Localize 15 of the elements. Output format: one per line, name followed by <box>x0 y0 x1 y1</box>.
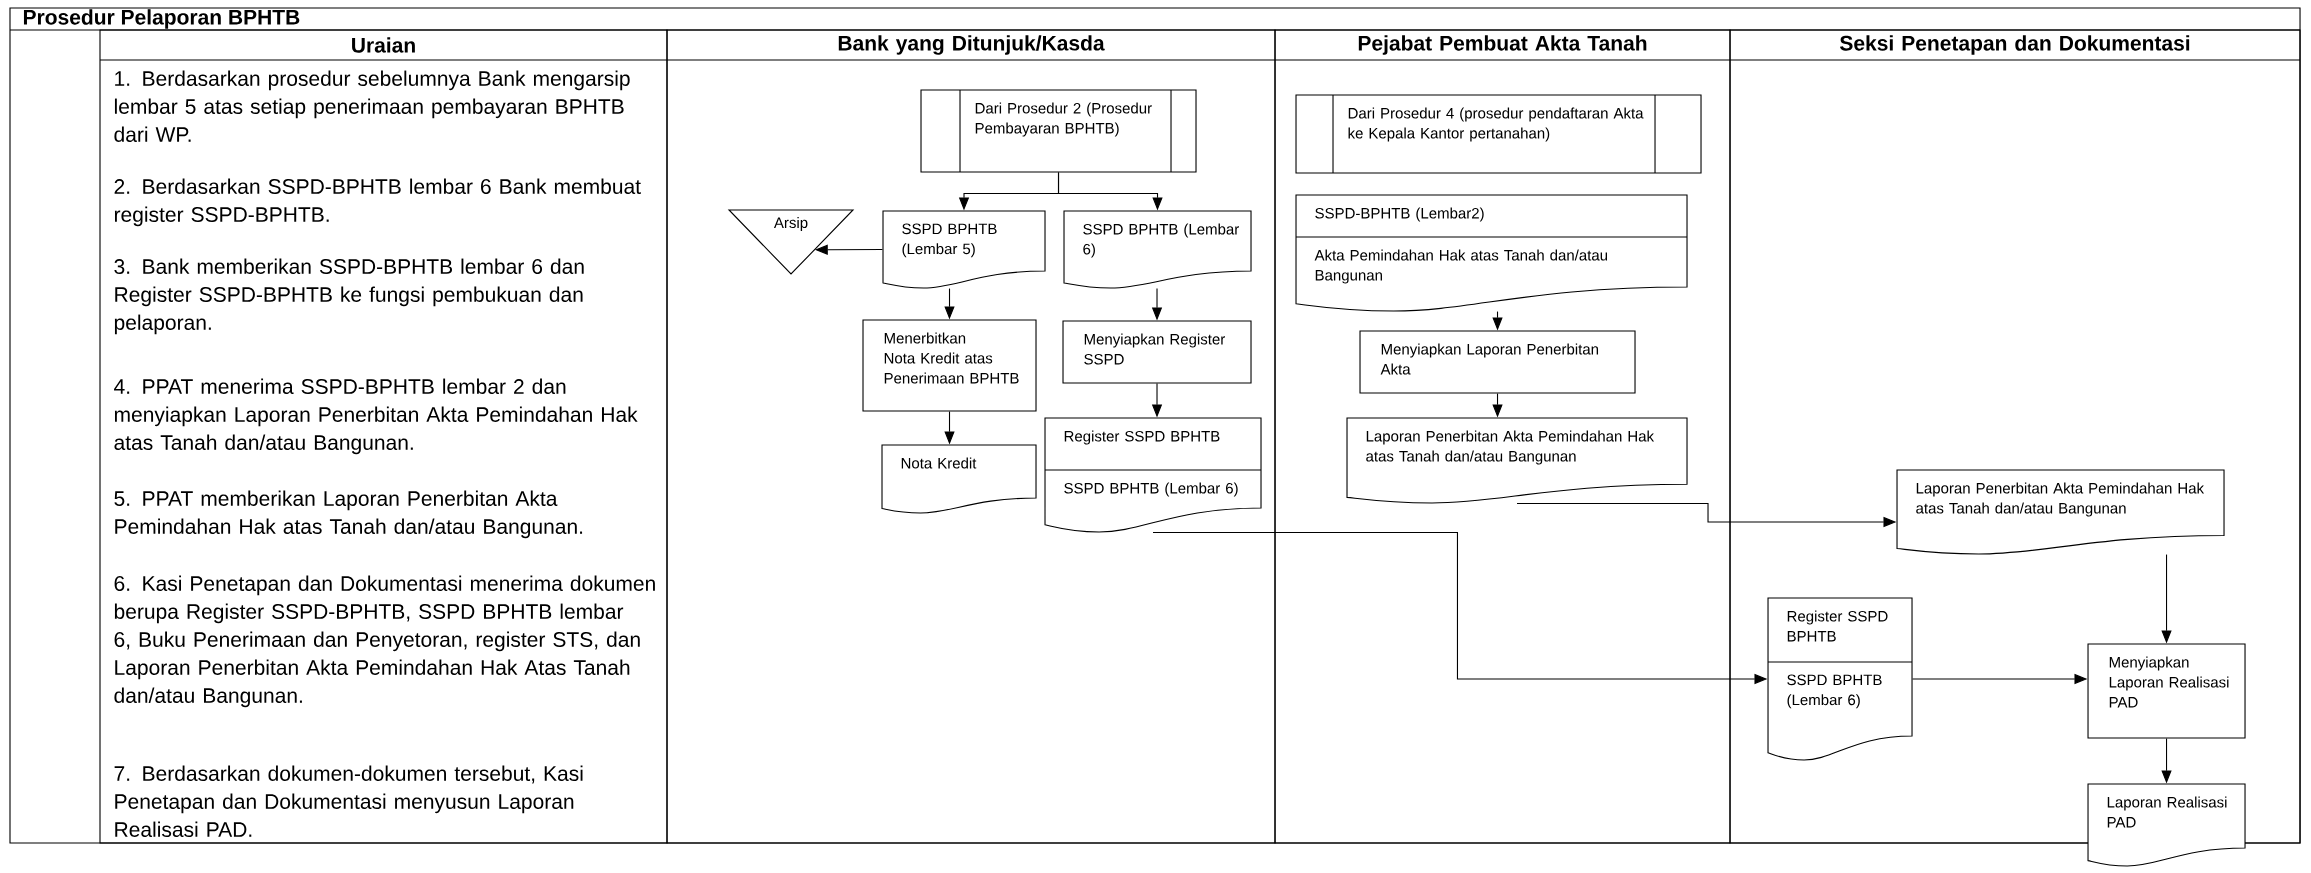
step-description: 4. PPAT menerima SSPD-BPHTB lembar 2 dan menyiapkan Laporan Penerbitan Akta Pemindahan Hak atas Tanah dan/atau Bangunan. <box>114 378 638 455</box>
step-description: 6. Kasi Penetapan dan Dokumentasi menerima dokumen berupa Register SSPD-BPHTB, SSPD BPHTB lembar 6, Buku Penerimaan dan Penyetoran, register STS, dan Laporan Penerbitan Akta Pemindahan Hak Atas Tanah dan/atau Bangunan. <box>114 575 655 708</box>
process-box: Menyiapkan Register SSPD <box>1062 320 1252 384</box>
predefined-process-box: Dari Prosedur 2 (Prosedur Pembayaran BPHTB) <box>920 89 1197 173</box>
step-description: 5. PPAT memberikan Laporan Penerbitan Akta Pemindahan Hak atas Tanah dan/atau Bangunan. <box>114 490 583 539</box>
node-label: Laporan Realisasi PAD <box>2107 796 2227 828</box>
step-description: 7. Berdasarkan dokumen-dokumen tersebut, Kasi Penetapan dan Dokumentasi menyusun Laporan Realisasi PAD. <box>114 765 583 837</box>
step-description: 1. Berdasarkan prosedur sebelumnya Bank mengarsip lembar 5 atas setiap penerimaan pembayaran BPHTB dari WP. <box>114 70 630 142</box>
process-box: Menyiapkan Laporan Penerbitan Akta <box>1359 330 1636 394</box>
title: Prosedur Pelaporan BPHTB <box>23 9 300 29</box>
step-description: 3. Bank memberikan SSPD-BPHTB lembar 6 dan Register SSPD-BPHTB ke fungsi pembukuan dan pelaporan. <box>114 258 584 335</box>
step-description: 2. Berdasarkan SSPD-BPHTB lembar 6 Bank membuat register SSPD-BPHTB. <box>114 178 641 227</box>
process-box: Menyiapkan Laporan Realisasi PAD <box>2087 643 2246 739</box>
predefined-process-box: Dari Prosedur 4 (prosedur pendaftaran Akta ke Kepala Kantor pertanahan) <box>1295 94 1702 174</box>
process-box: Menerbitkan Nota Kredit atas Penerimaan BPHTB <box>862 319 1037 412</box>
